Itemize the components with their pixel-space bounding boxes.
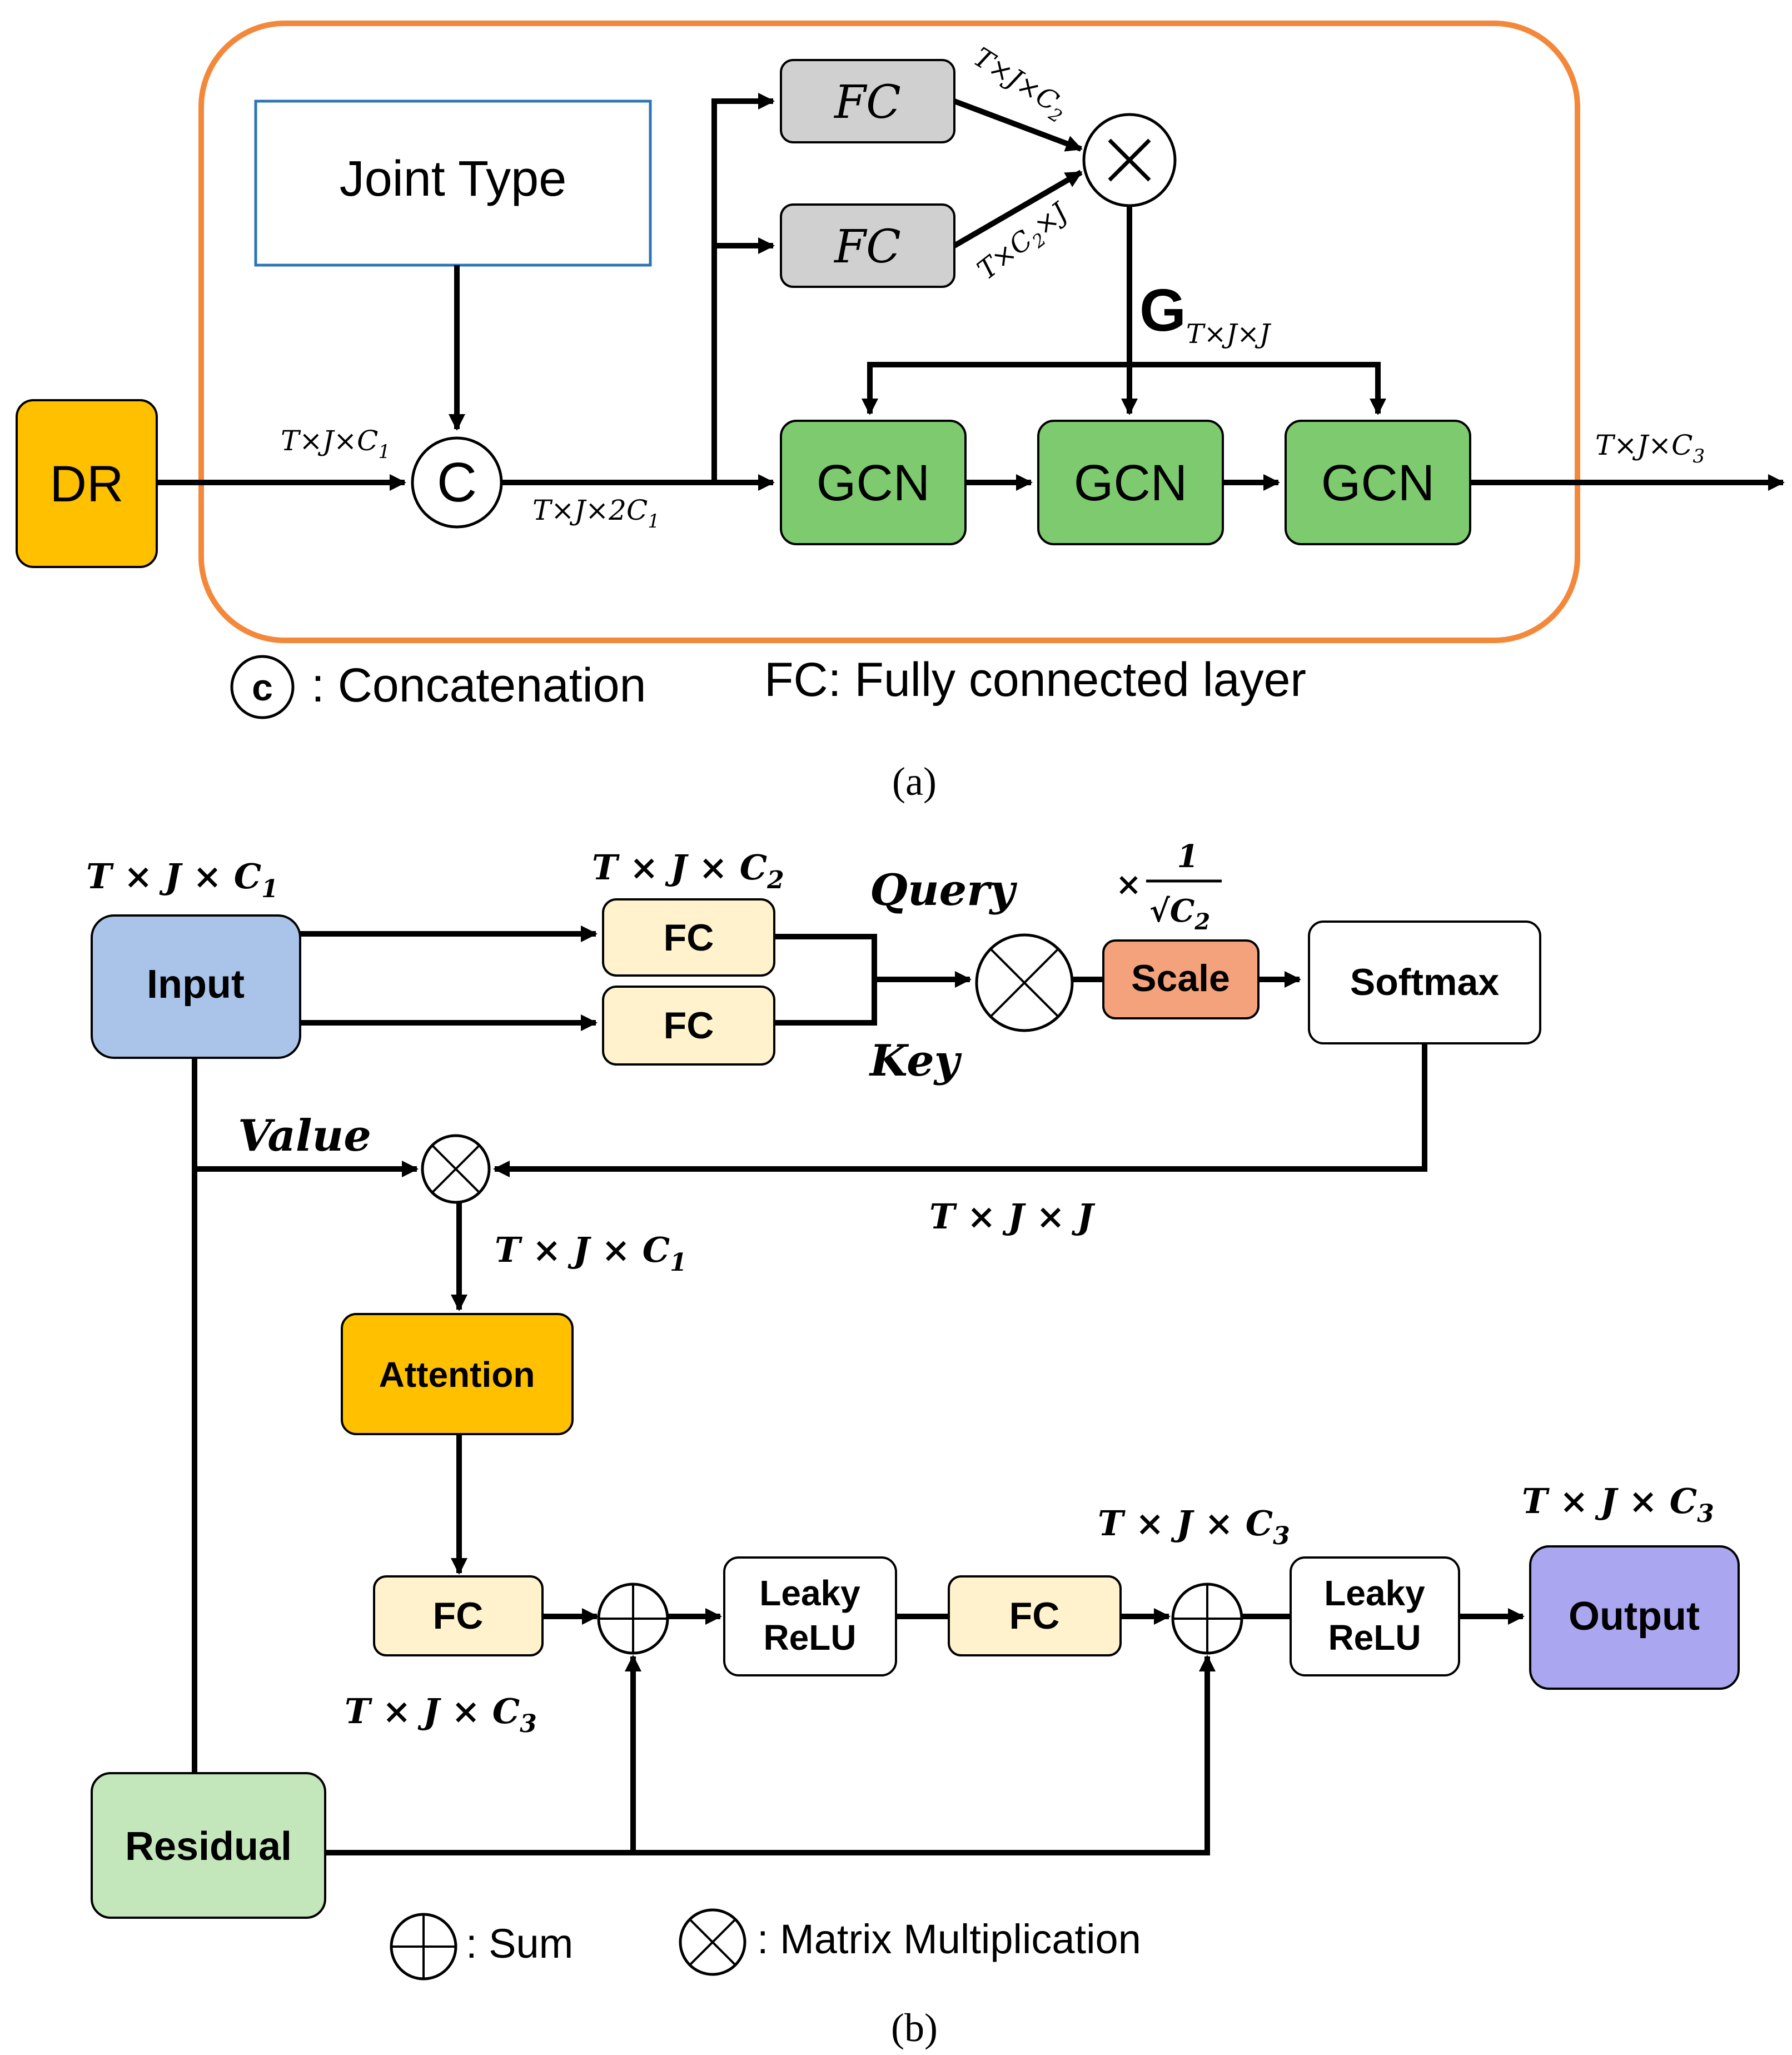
scale-factor-prefix: × <box>1116 866 1142 903</box>
scale-factor-num: 1 <box>1177 838 1199 875</box>
legend-matmul: : Matrix Multiplication <box>679 1908 1141 1976</box>
gcn-2-label: GCN <box>1074 455 1187 511</box>
legend-concat-text: : Concatenation <box>311 659 646 712</box>
legend-matmul-text: : Matrix Multiplication <box>757 1916 1141 1962</box>
legend-sum: : Sum <box>390 1913 573 1981</box>
fc-top-block: FC <box>780 59 955 143</box>
leaky2-line1: Leaky <box>1324 1573 1425 1613</box>
attention-block: Attention <box>341 1313 574 1435</box>
scale-factor-den: √C2 <box>1149 893 1210 935</box>
sum-node-1 <box>597 1583 669 1655</box>
panel-b-connectors <box>192 926 1525 1855</box>
fc-top-label: FC <box>833 76 901 129</box>
fc-bottom-label: FC <box>833 221 901 273</box>
softmax-block: Softmax <box>1308 920 1541 1044</box>
legend-sum-text: : Sum <box>466 1920 573 1967</box>
caption-b: (b) <box>891 2006 938 2050</box>
gcn-1-label: GCN <box>817 455 930 511</box>
concat-legend-icon <box>230 655 295 719</box>
fc-key-block: FC <box>602 986 775 1066</box>
query-label: Query <box>870 865 1017 915</box>
sum-node-2 <box>1171 1583 1243 1655</box>
leaky2-line2: ReLU <box>1328 1618 1421 1658</box>
output-block: Output <box>1529 1545 1740 1690</box>
gcn-block-2: GCN <box>1037 420 1224 545</box>
graph-module-border <box>198 21 1580 643</box>
scale-block: Scale <box>1102 939 1260 1019</box>
fc-mid-block: FC <box>948 1575 1122 1656</box>
dim-output-label: T × J × C3 <box>1522 1481 1714 1528</box>
joint-type-block: Joint Type <box>254 99 652 267</box>
legend-concat: c : Concatenation <box>230 655 646 719</box>
panel-a: DR Joint Type C FC FC GC <box>16 21 1785 804</box>
dim-fc-bottom-label: T×C2×J <box>972 196 1077 289</box>
concat-symbol: C <box>437 451 477 514</box>
dim-fc-attn-label: T × J × C3 <box>345 1691 537 1738</box>
legend-concat-symbol: c <box>252 666 273 709</box>
attention-label: Attention <box>379 1355 535 1395</box>
residual-label: Residual <box>125 1824 292 1869</box>
gcn-3-label: GCN <box>1321 455 1435 511</box>
fc-bottom-block: FC <box>780 203 955 288</box>
matmul-value-node <box>421 1134 491 1204</box>
dim-sum2-label: T × J × C3 <box>1098 1503 1290 1550</box>
dim-out-label: T×J×C3 <box>1595 429 1705 467</box>
dim-fc-label: T × J × C2 <box>592 847 784 894</box>
concat-node: C <box>411 436 503 529</box>
joint-type-label: Joint Type <box>340 151 567 207</box>
key-label: Key <box>869 1036 962 1086</box>
scale-factor-label: × 1 √C2 <box>1116 838 1222 935</box>
residual-block: Residual <box>91 1772 326 1919</box>
fc-query-label: FC <box>664 917 714 959</box>
legend-fc-text: FC: Fully connected layer <box>764 653 1306 706</box>
output-label: Output <box>1569 1594 1700 1639</box>
panel-a-connectors <box>157 93 1785 491</box>
matmul-node-b <box>975 933 1074 1032</box>
scale-label: Scale <box>1131 957 1230 999</box>
input-label: Input <box>147 962 245 1007</box>
panel-b: Input FC FC Scale Softmax <box>86 838 1740 2050</box>
fc-attn-block: FC <box>373 1575 544 1656</box>
dim-softmax-label: T × J × J <box>929 1196 1096 1237</box>
fc-mid-label: FC <box>1009 1595 1060 1637</box>
value-label: Value <box>238 1111 371 1161</box>
dim-attention-label: T × J × C1 <box>495 1230 687 1277</box>
dim-input-label: T × J × C1 <box>86 856 278 903</box>
fc-query-block: FC <box>602 898 775 977</box>
fc-attn-label: FC <box>433 1595 484 1637</box>
leaky-relu-block-2: Leaky ReLU <box>1290 1556 1460 1676</box>
fc-key-label: FC <box>664 1004 714 1047</box>
dr-block: DR <box>16 399 158 568</box>
input-block: Input <box>91 914 301 1059</box>
dim-in-label: T×J×C1 <box>281 425 390 463</box>
softmax-label: Softmax <box>1350 961 1499 1003</box>
dim-concat-label: T×J×2C1 <box>532 494 660 533</box>
gcn-block-1: GCN <box>780 420 967 545</box>
dr-label: DR <box>50 456 124 512</box>
leaky1-line2: ReLU <box>763 1618 856 1658</box>
matmul-node-a <box>1082 113 1177 207</box>
caption-a: (a) <box>892 759 937 804</box>
graph-matrix-label: GT×J×J <box>1139 276 1272 350</box>
gcn-block-3: GCN <box>1285 420 1471 545</box>
leaky-relu-block-1: Leaky ReLU <box>723 1556 897 1676</box>
leaky1-line1: Leaky <box>759 1573 860 1613</box>
